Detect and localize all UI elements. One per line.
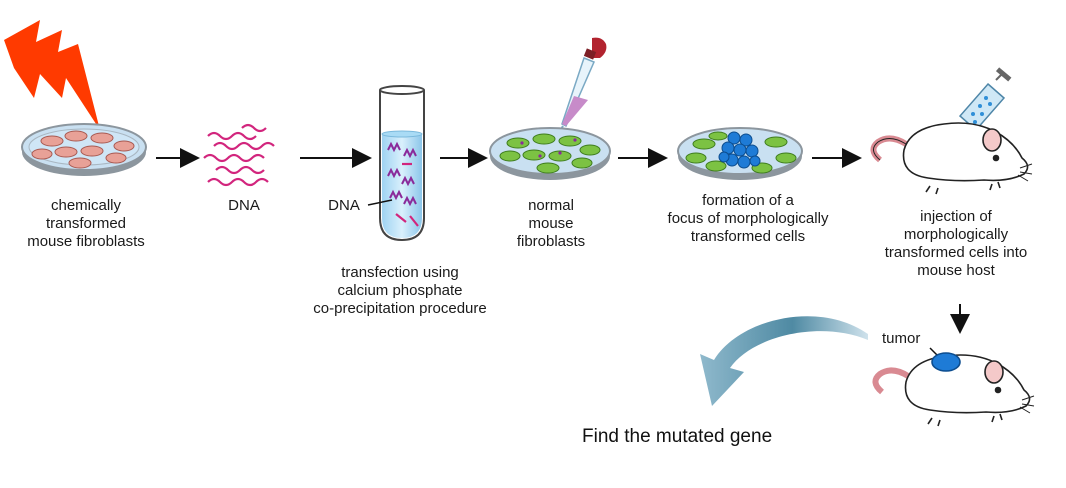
lightning-icon [4, 20, 100, 130]
tumor-mass [931, 352, 961, 372]
label-dna: DNA [228, 197, 260, 214]
caption-find-mutated-gene: Find the mutated gene [582, 426, 773, 447]
dna-strands-icon [203, 123, 275, 187]
dropper-icon [554, 37, 607, 139]
curved-arrow-icon [700, 316, 868, 406]
dna-pointer-line [367, 199, 393, 206]
label-injection: injection of morphologically transformed… [884, 208, 1028, 279]
label-focus-formation: formation of a focus of morphologically … [667, 192, 829, 245]
label-tube-dna: DNA [328, 197, 360, 214]
label-normal-fibroblasts: normal mouse fibroblasts [516, 197, 586, 250]
transformed-dish-icon [21, 123, 147, 176]
focus-cluster [718, 131, 761, 169]
mouse-with-tumor-icon [872, 352, 1035, 427]
normal-dish-icon [489, 127, 611, 180]
mouse-host-icon [870, 122, 1033, 195]
label-transformed-fibroblasts: chemically transformed mouse fibroblasts [27, 197, 145, 250]
focus-dish-icon [677, 127, 803, 180]
label-transfection: transfection using calcium phosphate co-… [313, 264, 487, 317]
label-tumor: tumor [882, 330, 921, 347]
test-tube-icon [379, 85, 425, 242]
